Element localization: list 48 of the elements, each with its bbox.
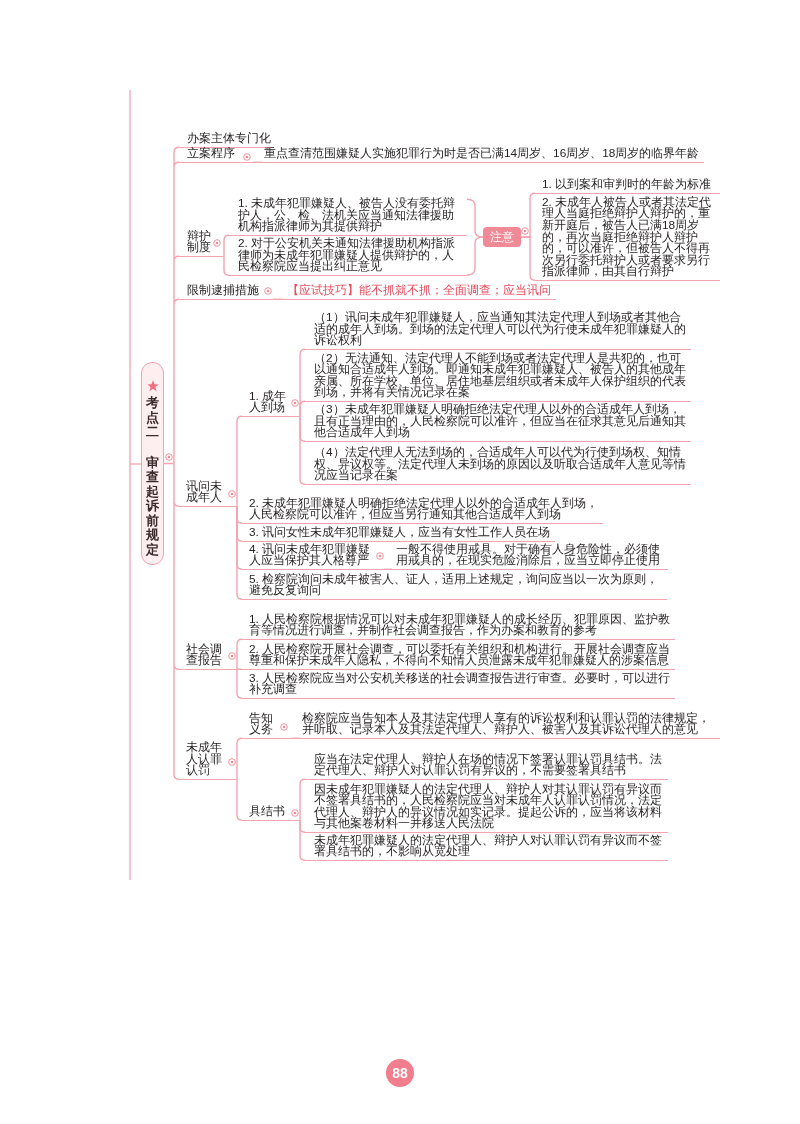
connector-line xyxy=(299,415,306,485)
topic-label: 1. 未成年犯罪嫌疑人、被告人没有委托辩护人，公、检、法机关应当通知法律援助机构指派律师为其提供辩护 xyxy=(229,198,467,236)
brace-line xyxy=(466,236,484,276)
topic-label: （1）讯问未成年犯罪嫌疑人，应当通知其法定代理人到场或者其他合适的成年人到场。到场的法定代理人可以代为行使未成年犯罪嫌疑人的诉讼权利 xyxy=(305,312,691,350)
topic-label: 一般不得使用戒具。对于确有人身危险性，必须使用戒具的，在现实危险消除后，应当立即停止使用 xyxy=(392,543,668,570)
topic-label: 5. 检察院询问未成年被害人、证人，适用上述规定，询问应当以一次为原则，避免反复询问 xyxy=(242,573,667,600)
connector-line xyxy=(236,737,243,780)
connector-line xyxy=(236,505,243,600)
connector-line xyxy=(272,298,284,300)
topic-label: 重点查清范围嫌疑人实施犯罪行为时是否已满14周岁、16周岁、18周岁的临界年龄 xyxy=(262,148,705,163)
topic-label: 【应试技巧】能不抓就不抓；全面调查；应当讯问 xyxy=(283,285,556,300)
topic-label: 办案主体专门化 xyxy=(179,133,272,148)
topic-label: 检察院应当告知本人及其法定代理人享有的诉讼权利和认罪认罚的法律规定，并听取、记录本人及其法定代理人、辩护人、被害人及其诉讼代理人的意见 xyxy=(300,712,720,739)
topic-label: 1. 以到案和审判时的年龄为标准 xyxy=(535,179,720,194)
connector-line xyxy=(223,255,230,276)
page-number: 88 xyxy=(386,1059,414,1087)
topic-label: 应当在法定代理人、辩护人在场的情况下签署认罪认罚具结书。法定代理人、辩护人对认罪认罚有异议的，不需要签署具结书 xyxy=(305,753,668,780)
topic-label: 2. 对于公安机关未通知法律援助机构指派律师为未成年犯罪嫌疑人提供辩护的，人民检察院应当提出纠正意见 xyxy=(229,238,467,276)
topic-label: 3. 讯问女性未成年犯罪嫌疑人，应当有女性工作人员在场 xyxy=(242,527,556,542)
topic-label: 2. 人民检察院开展社会调查，可以委托有关组织和机构进行。开展社会调查应当尊重和保护未成年人隐私，不得向不知情人员泄露未成年犯罪嫌疑人的涉案信息 xyxy=(242,643,675,670)
connector-line xyxy=(299,819,306,861)
topic-label: 2. 未成年犯罪嫌疑人明确拒绝法定代理人以外的合适成年人到场，人民检察院可以准许，但应当另行通知其他合适成年人到场 xyxy=(242,497,603,524)
topic-label: 未成年犯罪嫌疑人的法定代理人、辩护人对认罪认罚有异议而不签署具结书的，不影响从宽处理 xyxy=(305,834,668,861)
connector-line xyxy=(236,638,243,670)
connector-line xyxy=(163,146,180,780)
connector-line xyxy=(252,161,263,163)
connector-line xyxy=(383,568,393,570)
connector-line xyxy=(291,737,301,739)
topic-label: （2）无法通知、法定代理人不能到场或者法定代理人是共犯的，也可以通知合适成年人到场。即通知未成年犯罪嫌疑人、被告人的其他成年亲属、所在学校、单位、居住地基层组织或者未成年人保护组织的代表到场，并将有关情况记录在案 xyxy=(305,352,691,402)
connector-line xyxy=(236,668,243,670)
topic-label: 因未成年犯罪嫌疑人的法定代理人、辩护人对其认罪认罚有异议而不签署具结书的，人民检察院应当对未成年人认罪认罚情况，法定代理人、辩护人的异议情况如实记录。提起公诉的，应当将该材料与其他案卷材料一并移送人民法院 xyxy=(305,783,668,833)
brace-line xyxy=(466,198,484,238)
connector-line xyxy=(520,236,536,281)
connector-line xyxy=(299,778,306,821)
topic-label: 2. 未成年人被告人或者其法定代理人当庭拒绝辩护人辩护的，重新开庭后，被告人已满18周岁的，再次当庭拒绝辩护人辩护的，可以准许，但被告人不得再次另行委托辩护人或者要求另行指派律师，由其自行辩护 xyxy=(535,196,720,281)
connector-line xyxy=(299,400,306,417)
topic-label: 1. 人民检察院根据情况可以对未成年犯罪嫌疑人的成长经历、犯罪原因、监护教育等情况进行调查，并制作社会调查报告，作为办案和教育的参考 xyxy=(242,613,675,640)
title-box xyxy=(141,362,164,565)
connector-line xyxy=(236,668,243,699)
topic-label: （4）法定代理人无法到场的，合适成年人可以代为行使到场权、知情权、异议权等。法定代理人未到场的原因以及听取合适成年人意见等情况应当记录在案 xyxy=(305,447,691,485)
title-text: 考点二 xyxy=(145,396,160,440)
connector-line xyxy=(236,415,243,507)
topic-label: （3）未成年犯罪嫌疑人明确拒绝法定代理人以外的合适成年人到场，且有正当理由的，人民检察院可以准许，但应当在征求其意见后通知其他合适成年人到场 xyxy=(305,404,691,442)
title-text: 审查起诉前规定 xyxy=(145,455,160,557)
tag-box: 注意 xyxy=(483,227,521,247)
connector-line xyxy=(223,234,230,257)
connector-line xyxy=(236,778,243,821)
topic-label: 3. 人民检察院应当对公安机关移送的社会调查报告进行审查。必要时，可以进行补充调查 xyxy=(242,672,675,699)
